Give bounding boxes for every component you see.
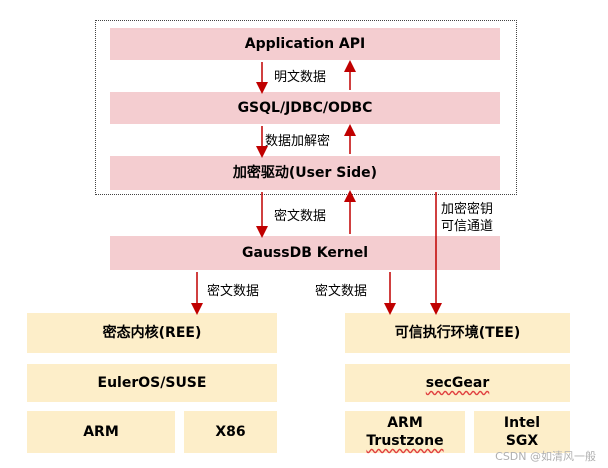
client-side-dashed-boundary bbox=[95, 20, 517, 195]
arm-trustzone-line1: ARM bbox=[387, 415, 423, 431]
x86-box: X86 bbox=[184, 411, 277, 453]
label-cipher-driver-kernel: 密文数据 bbox=[274, 209, 327, 224]
watermark: CSDN @如清风一般 bbox=[495, 450, 596, 463]
encryption-driver-box: 加密驱动(User Side) bbox=[110, 156, 500, 190]
tee-box: 可信执行环境(TEE) bbox=[345, 313, 570, 353]
arm-trustzone-line2: Trustzone bbox=[366, 433, 444, 449]
label-plaintext: 明文数据 bbox=[274, 70, 327, 85]
secgear-label: secGear bbox=[425, 375, 490, 391]
arm-trustzone-box: ARM Trustzone bbox=[345, 411, 465, 453]
label-cipher-to-tee: 密文数据 bbox=[315, 284, 368, 299]
intel-sgx-line2: SGX bbox=[505, 433, 539, 449]
intel-sgx-line1: Intel bbox=[503, 415, 541, 431]
euleros-suse-box: EulerOS/SUSE bbox=[27, 364, 277, 402]
application-api-box: Application API bbox=[110, 28, 500, 60]
gaussdb-kernel-box: GaussDB Kernel bbox=[110, 236, 500, 270]
intel-sgx-box: Intel SGX bbox=[474, 411, 570, 453]
label-cipher-to-ree: 密文数据 bbox=[207, 284, 260, 299]
ree-box: 密态内核(REE) bbox=[27, 313, 277, 353]
label-key-line1: 加密密钥 bbox=[441, 202, 494, 217]
arm-box: ARM bbox=[27, 411, 175, 453]
gsql-jdbc-odbc-box: GSQL/JDBC/ODBC bbox=[110, 92, 500, 124]
secgear-box: secGear bbox=[345, 364, 570, 402]
label-key-line2: 可信通道 bbox=[441, 219, 494, 234]
label-encdec: 数据加解密 bbox=[265, 134, 331, 149]
